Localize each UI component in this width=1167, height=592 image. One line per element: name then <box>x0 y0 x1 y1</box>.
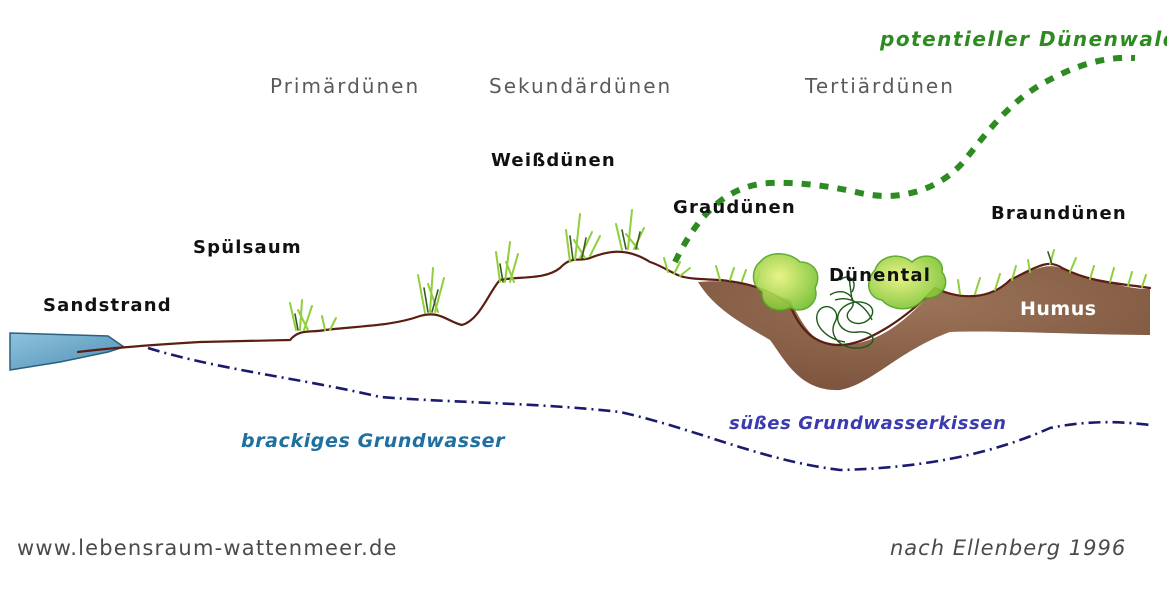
label-humus: Humus <box>1020 298 1097 320</box>
label-spuelsaum: Spülsaum <box>193 237 302 258</box>
sea-water <box>9 332 126 371</box>
label-primaerduenen: Primärdünen <box>270 74 421 98</box>
website-credit: www.lebensraum-wattenmeer.de <box>17 536 398 560</box>
humus-soil <box>698 266 1150 391</box>
groundwater-line <box>147 346 1151 472</box>
label-suesses-grundwasserkissen: süßes Grundwasserkissen <box>729 413 1007 434</box>
grass-tufts <box>289 209 1147 331</box>
ground-surface-line <box>76 250 1152 354</box>
potential-dune-forest-line <box>672 54 1136 264</box>
label-brackiges-grundwasser: brackiges Grundwasser <box>241 430 506 452</box>
label-sandstrand: Sandstrand <box>43 295 172 316</box>
label-potentieller-duenenwald: potentieller Dünenwald <box>880 27 1167 51</box>
label-grauduenen: Graudünen <box>673 197 796 218</box>
label-braunduenen: Braundünen <box>991 203 1127 224</box>
label-weissduenen: Weißdünen <box>491 150 616 171</box>
dune-valley-shrubs <box>752 253 947 349</box>
source-credit: nach Ellenberg 1996 <box>890 536 1127 560</box>
label-duenental: Dünental <box>829 265 932 286</box>
label-tertiaerduenen: Tertiärdünen <box>805 74 955 98</box>
label-sekundaerduenen: Sekundärdünen <box>489 74 673 98</box>
